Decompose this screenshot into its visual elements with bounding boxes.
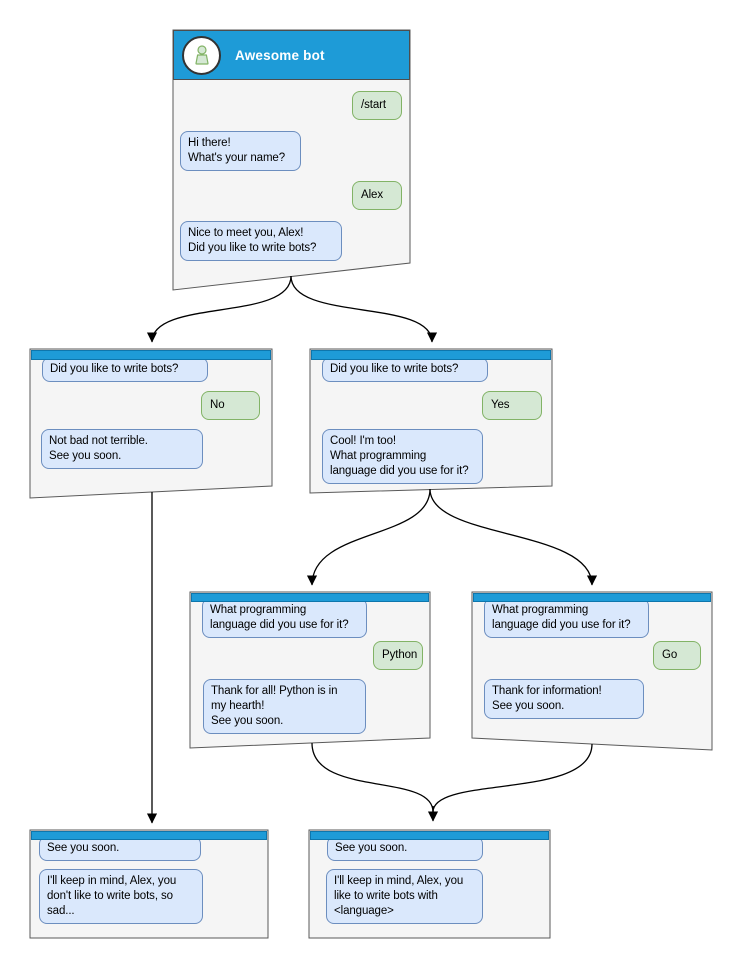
bot-message-bubble: Thank for information! See you soon. [484, 679, 644, 719]
window-title-bar [191, 593, 429, 602]
avatar [182, 35, 221, 75]
chat-header: Awesome bot [173, 30, 410, 80]
bot-message-bubble: Thank for all! Python is in my hearth! S… [203, 679, 366, 734]
person-icon [194, 45, 209, 65]
bot-message-bubble: What programming language did you use fo… [202, 598, 367, 638]
bot-message-bubble: I'll keep in mind, Alex, you don't like … [39, 869, 203, 924]
user-message-bubble: Go [653, 641, 701, 670]
window-title-bar [311, 350, 551, 360]
window-title-bar [473, 593, 711, 602]
bot-message-bubble: Not bad not terrible. See you soon. [41, 429, 203, 469]
bot-message-bubble: Nice to meet you, Alex! Did you like to … [180, 221, 342, 261]
bot-title: Awesome bot [235, 47, 325, 63]
window-title-bar [31, 350, 271, 360]
user-message-bubble: Alex [352, 181, 402, 210]
window-title-bar [310, 831, 549, 840]
bot-message-bubble: Cool! I'm too! What programming language… [322, 429, 483, 484]
user-message-bubble: No [201, 391, 260, 420]
window-title-bar [31, 831, 267, 840]
bot-message-bubble: Did you like to write bots? [42, 357, 208, 382]
user-message-bubble: Python [373, 641, 423, 670]
bot-message-bubble: What programming language did you use fo… [484, 598, 649, 638]
bot-message-bubble: Did you like to write bots? [322, 357, 488, 382]
bot-message-bubble: Hi there! What's your name? [180, 131, 301, 171]
bot-message-bubble: I'll keep in mind, Alex, you like to wri… [326, 869, 483, 924]
bot-message-bubble: See you soon. [327, 836, 483, 861]
user-message-bubble: Yes [482, 391, 542, 420]
user-message-bubble: /start [352, 91, 402, 120]
